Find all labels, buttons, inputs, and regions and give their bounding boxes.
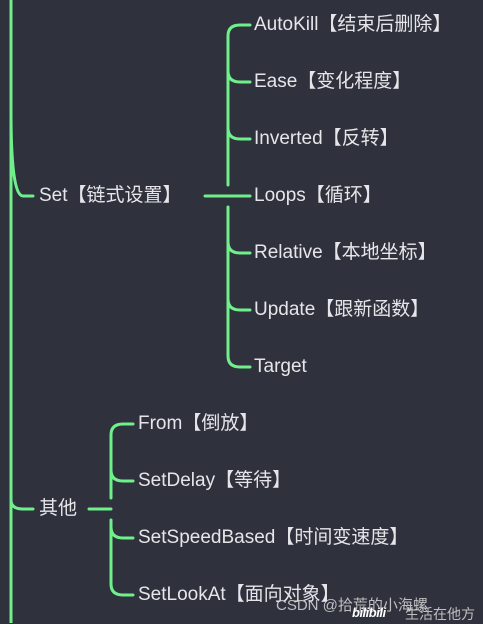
csdn-watermark: CSDN @拾荒的小海螺 [276,597,428,614]
bilibili-logo: bilibili [352,605,386,620]
set-child-ease-connector [226,69,252,84]
set-child-update-connector [226,297,252,312]
set-bracket-top [226,23,252,187]
set-child-loops[interactable]: Loops【循环】 [254,185,382,206]
set-bracket-bottom [226,205,252,369]
set-child-relative[interactable]: Relative【本地坐标】 [254,242,437,263]
other-branch-label[interactable]: 其他 [39,498,78,519]
bilibili-watermark-text: 生活在他方 [405,606,475,622]
trunk-to-other-connector [9,498,35,511]
other-bracket-top [109,422,135,500]
set-child-inverted[interactable]: Inverted【反转】 [254,128,399,149]
other-child-setlookat[interactable]: SetLookAt【面向对象】 [138,584,340,605]
set-branch-label[interactable]: Set【链式设置】 [39,185,182,206]
set-child-update[interactable]: Update【跟新函数】 [254,299,430,320]
other-child-setspeedbased-connector [109,525,135,540]
set-child-ease[interactable]: Ease【变化程度】 [254,71,412,92]
set-child-autokill[interactable]: AutoKill【结束后删除】 [254,14,452,35]
other-child-setspeedbased[interactable]: SetSpeedBased【时间变速度】 [138,527,409,548]
other-child-from[interactable]: From【倒放】 [138,413,259,434]
set-child-inverted-connector [226,126,252,141]
trunk-to-set-connector [9,110,35,198]
set-child-relative-connector [226,240,252,255]
other-child-setdelay-connector [109,468,135,483]
other-child-setdelay[interactable]: SetDelay【等待】 [138,470,292,491]
set-child-target[interactable]: Target [254,356,307,377]
other-bracket-bottom [109,518,135,597]
